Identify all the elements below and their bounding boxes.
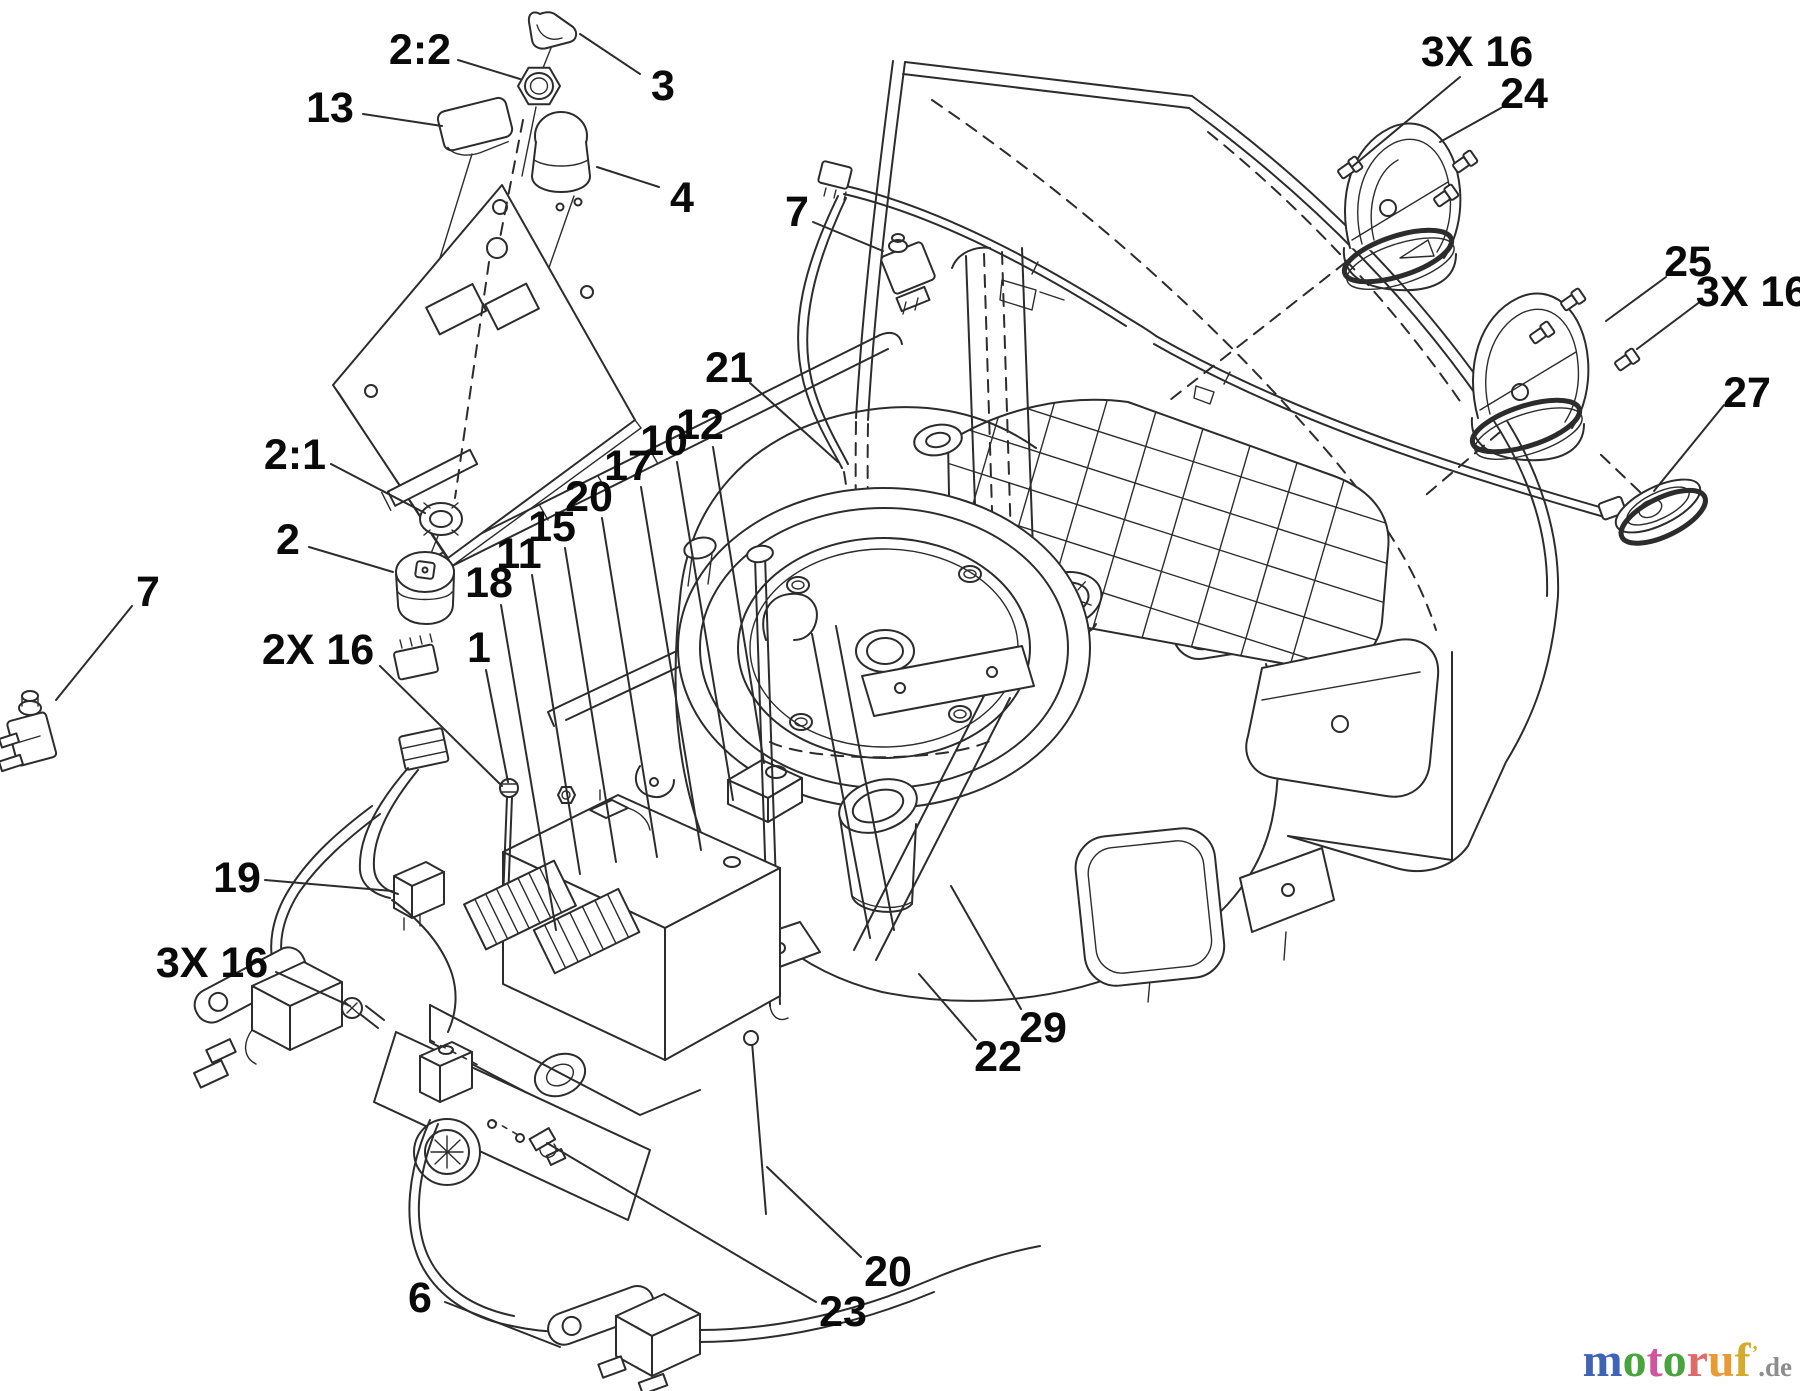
flywheel-bolts [786, 565, 982, 731]
interlock-switch-top [880, 233, 936, 315]
headlight-housing-24 [1341, 122, 1462, 292]
logo-letter: t [1646, 1334, 1663, 1387]
callout-label-25: 25 [1664, 238, 1712, 286]
leader-line-20-top [601, 517, 658, 858]
headlight-housing-25 [1469, 292, 1590, 462]
screw-3x16-left [341, 997, 385, 1029]
relay-19 [393, 861, 445, 931]
key-switch-assembly [332, 11, 642, 625]
module-13 [436, 96, 514, 156]
fuel-solenoid [727, 759, 803, 823]
callout-label-24: 24 [1500, 70, 1548, 118]
callout-label-4: 4 [670, 174, 694, 222]
leader-line-3x16-c [275, 971, 351, 1007]
logo-domain-suffix: .de [1758, 1352, 1792, 1382]
callout-label-10: 10 [640, 417, 688, 465]
callout-label-7-left: 7 [136, 568, 160, 616]
callout-label-15: 15 [528, 503, 576, 551]
leader-line-13 [362, 113, 443, 127]
callout-label-3: 3 [651, 62, 675, 110]
callout-label-18: 18 [465, 559, 513, 607]
callout-label-27: 27 [1723, 369, 1771, 417]
callout-label-29: 29 [1019, 1004, 1067, 1052]
leader-line-17 [640, 486, 702, 851]
leader-line-7-top [812, 221, 884, 252]
main-harness [193, 633, 1041, 1391]
interlock-switch-left [0, 690, 58, 773]
logo-letter: r [1686, 1334, 1708, 1387]
leader-line-3x16-a [1352, 76, 1461, 167]
logo-letter: m [1582, 1334, 1623, 1387]
fuse-block-2 [532, 887, 641, 975]
ignition-cylinder-2 [395, 551, 455, 625]
leader-line-4 [596, 166, 660, 188]
callout-label-3x16-a: 3X 16 [1421, 28, 1533, 76]
callout-label-20-top: 20 [565, 473, 613, 521]
callout-label-11: 11 [496, 530, 541, 578]
lamp-lens-27 [1614, 478, 1708, 546]
leader-line-25 [1605, 276, 1667, 322]
ignition-coil-left [193, 946, 343, 1089]
leader-line-29 [950, 885, 1022, 1010]
leader-line-18 [500, 604, 557, 931]
headlights [1337, 122, 1708, 546]
leader-line-2 [308, 546, 394, 573]
key [527, 11, 578, 50]
leader-line-22 [918, 973, 977, 1041]
electrical-panel [373, 861, 651, 1221]
callout-label-20-bottom: 20 [864, 1248, 912, 1296]
callout-label-23: 23 [819, 1288, 867, 1336]
callout-label-1: 1 [467, 624, 491, 672]
leader-line-2x16 [379, 665, 503, 787]
callout-label-7-top: 7 [785, 188, 809, 236]
callout-label-12: 12 [676, 401, 724, 449]
leader-line-15 [564, 547, 617, 863]
leader-line-3x16-b [1636, 300, 1702, 350]
leader-line-6 [444, 1301, 561, 1348]
leader-line-21 [749, 382, 839, 463]
logo-letter: o [1622, 1334, 1647, 1387]
leader-line-2-2 [457, 59, 521, 80]
callout-label-19: 19 [213, 854, 261, 902]
callout-label-22: 22 [974, 1033, 1022, 1081]
leader-line-1 [485, 669, 509, 783]
callout-label-3x16-b: 3X 16 [1696, 268, 1800, 316]
leader-line-12 [712, 446, 765, 764]
callout-label-2: 2 [276, 516, 300, 564]
leader-line-27 [1653, 404, 1725, 492]
leader-line-7-left [55, 605, 133, 701]
leader-line-19 [264, 879, 393, 892]
engine [634, 406, 1440, 1215]
callout-label-21: 21 [705, 344, 753, 392]
logo-letter: f [1734, 1334, 1751, 1387]
motoruf-watermark: motoruf’.de [1583, 1337, 1792, 1385]
motoruf-logo-text: motoruf [1583, 1334, 1751, 1387]
callout-label-13: 13 [306, 84, 354, 132]
headlight-screws [1337, 149, 1641, 372]
leader-line-20-bottom [766, 1166, 862, 1258]
callout-label-2-2: 2:2 [389, 26, 451, 74]
leader-line-24 [1439, 107, 1502, 143]
ignition-coil-bottom [547, 1284, 701, 1391]
key-nut [517, 66, 561, 106]
headlight-harness [843, 185, 1627, 521]
logo-tick: ’ [1751, 1342, 1759, 1364]
washer-2-1 [419, 502, 463, 536]
callout-label-2-1: 2:1 [264, 431, 326, 479]
leader-line-2-1 [330, 463, 426, 514]
ignition-switch-4 [531, 111, 591, 212]
logo-letter: u [1707, 1334, 1735, 1387]
leader-line-23 [546, 1142, 817, 1303]
callout-label-2x16: 2X 16 [262, 626, 374, 674]
callout-label-3x16-c: 3X 16 [156, 939, 268, 987]
leader-line-11 [531, 574, 581, 875]
buzzer [413, 1118, 481, 1186]
callout-label-17: 17 [604, 442, 652, 490]
leader-line-10 [676, 461, 734, 801]
logo-letter: o [1662, 1334, 1687, 1387]
callout-label-6: 6 [408, 1274, 432, 1322]
leader-line-3 [579, 33, 641, 75]
